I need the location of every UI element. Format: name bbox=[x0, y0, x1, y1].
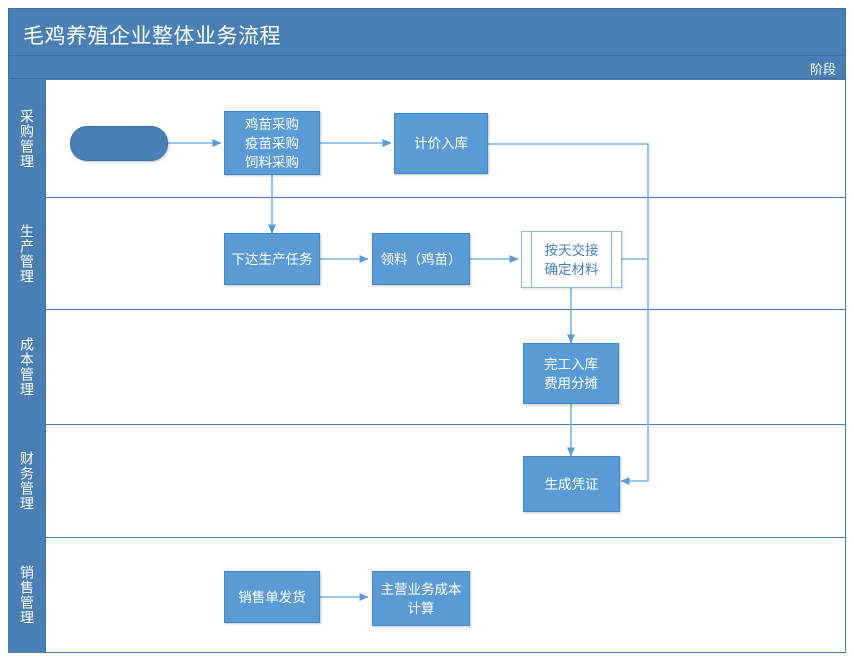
swimlane-frame: 采购管理 生产管理 成本管理 财务管理 销售管理 bbox=[8, 79, 846, 653]
swimlane-label-purchasing: 采购管理 bbox=[19, 108, 35, 169]
swimlane-label-sales: 销售管理 bbox=[19, 565, 35, 625]
node-valuation[interactable]: 计价入库 bbox=[394, 113, 488, 174]
phase-label: 阶段 bbox=[809, 62, 836, 77]
swimlane-purchasing: 采购管理 bbox=[9, 80, 845, 198]
swimlane-body-finance bbox=[46, 425, 845, 537]
node-daily-handoff[interactable]: 按天交接 确定材料 bbox=[521, 231, 622, 288]
node-production-order[interactable]: 下达生产任务 bbox=[224, 233, 320, 285]
swimlane-header-production: 生产管理 bbox=[9, 198, 46, 309]
node-sales-shipment[interactable]: 销售单发货 bbox=[224, 571, 320, 623]
page-title: 毛鸡养殖企业整体业务流程 bbox=[23, 25, 281, 48]
node-finish-cost[interactable]: 完工入库 费用分摊 bbox=[523, 343, 619, 404]
swimlane-label-production: 生产管理 bbox=[19, 223, 35, 284]
node-daily-handoff-label: 按天交接 确定材料 bbox=[544, 242, 599, 277]
node-cogs[interactable]: 主营业务成本 计算 bbox=[372, 571, 470, 626]
swimlane-label-cost: 成本管理 bbox=[19, 337, 35, 397]
swimlane-cost: 成本管理 bbox=[9, 310, 845, 425]
edge-valuation-to-voucher bbox=[488, 143, 649, 485]
node-voucher[interactable]: 生成凭证 bbox=[523, 456, 620, 512]
node-procurement[interactable]: 鸡苗采购 疫苗采购 饲料采购 bbox=[224, 111, 320, 175]
swimlane-header-purchasing: 采购管理 bbox=[9, 80, 46, 197]
swimlane-body-cost bbox=[46, 310, 845, 424]
swimlane-finance: 财务管理 bbox=[9, 425, 845, 538]
node-pick-chicks[interactable]: 领料（鸡苗） bbox=[372, 233, 470, 285]
phase-bar: 阶段 bbox=[8, 56, 846, 79]
swimlane-label-finance: 财务管理 bbox=[19, 451, 35, 511]
predefined-right-bar bbox=[611, 232, 612, 287]
diagram-title-bar: 毛鸡养殖企业整体业务流程 bbox=[8, 8, 846, 56]
node-start[interactable] bbox=[70, 126, 168, 161]
swimlane-header-cost: 成本管理 bbox=[9, 310, 46, 424]
swimlane-header-sales: 销售管理 bbox=[9, 538, 46, 652]
predefined-left-bar bbox=[531, 232, 532, 287]
swimlane-header-finance: 财务管理 bbox=[9, 425, 46, 537]
